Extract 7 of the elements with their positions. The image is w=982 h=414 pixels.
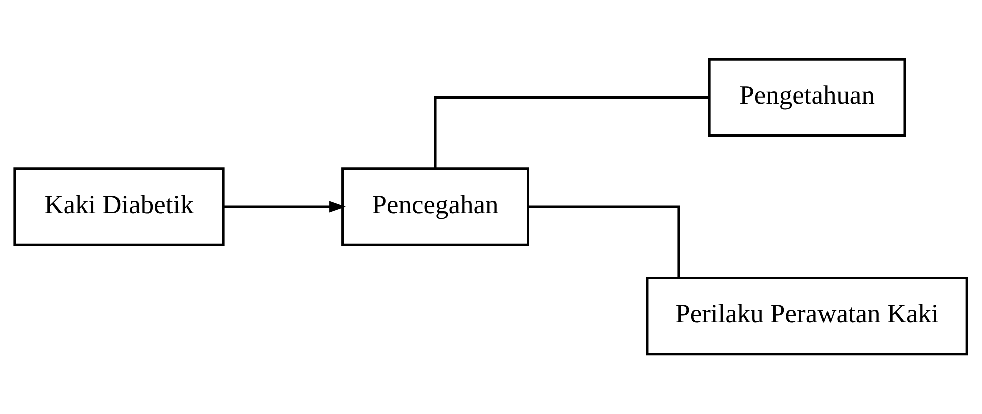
node-box: Pengetahuan (708, 58, 906, 138)
connector (528, 206, 680, 278)
arrow (224, 201, 346, 213)
node-box: Pencegahan (342, 168, 530, 246)
connector (434, 96, 710, 169)
node-box: Kaki Diabetik (14, 168, 225, 246)
node-box: Perilaku Perawatan Kaki (646, 276, 968, 356)
